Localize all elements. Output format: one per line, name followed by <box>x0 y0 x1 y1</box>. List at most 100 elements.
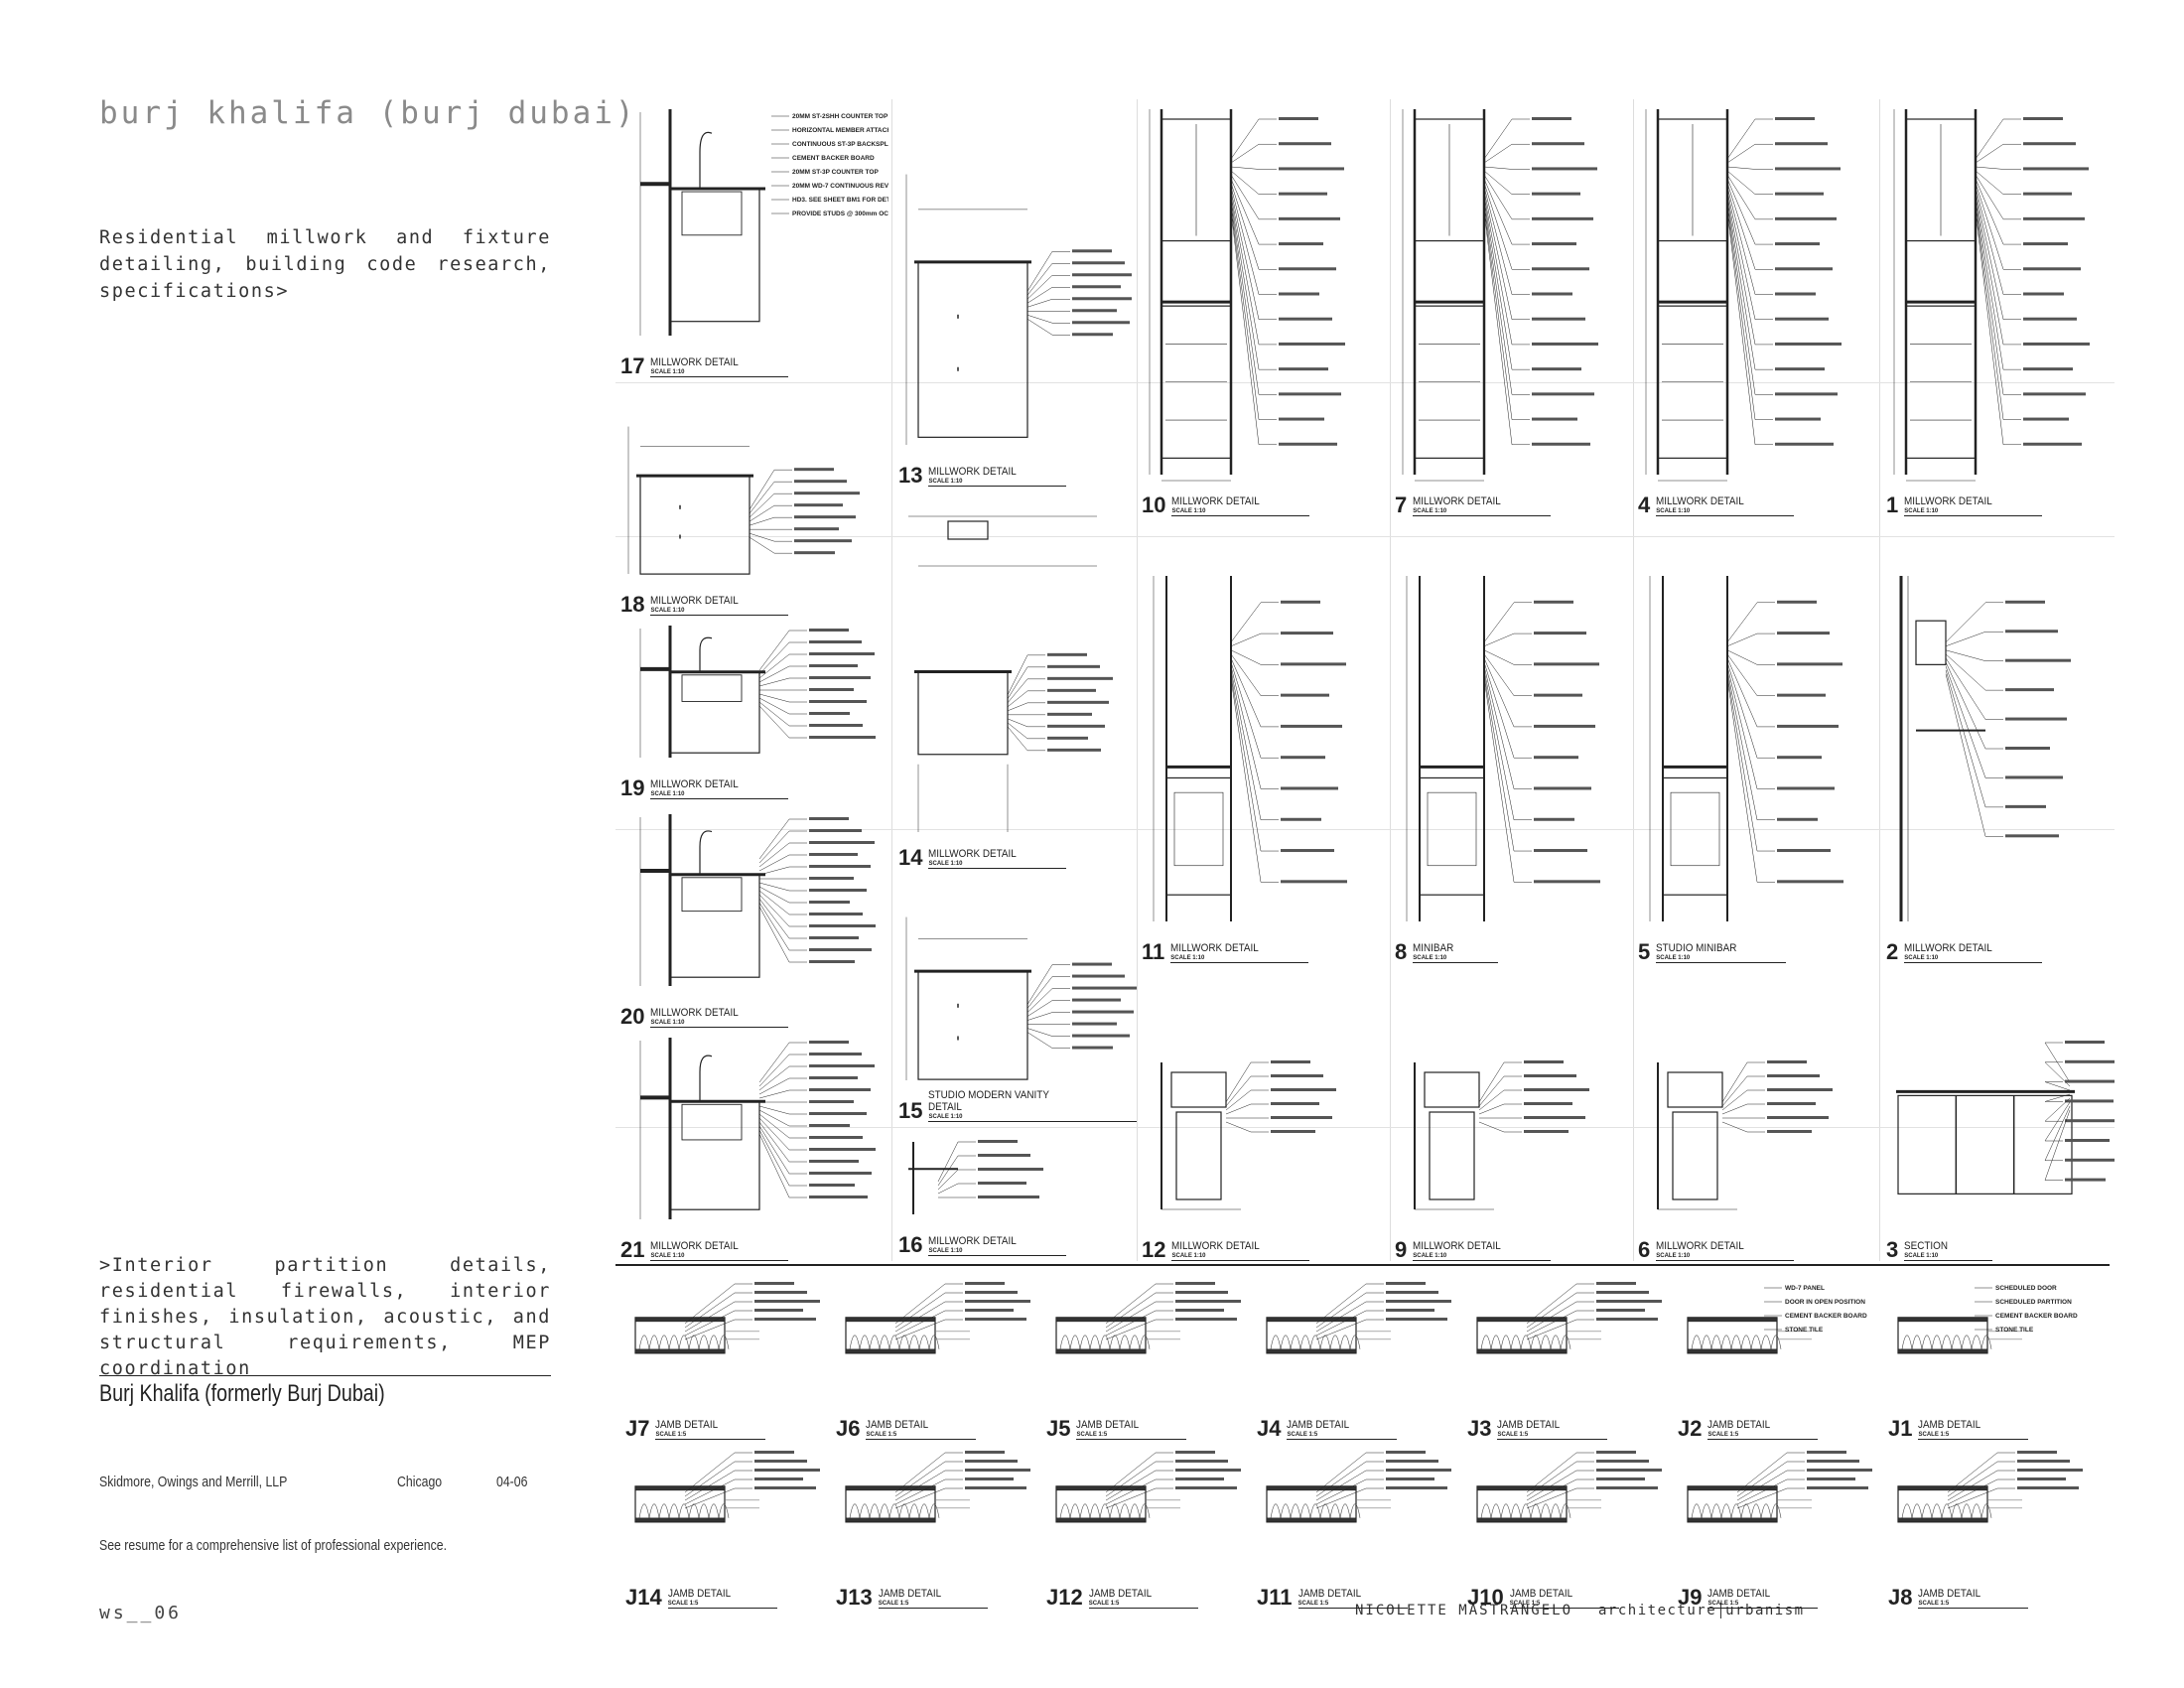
cabinet-outline <box>1266 1485 1357 1491</box>
annotation-note <box>809 948 872 951</box>
detail-name: JAMB DETAIL <box>1918 1419 1981 1431</box>
drawing-line <box>1315 1292 1367 1329</box>
drawing-line <box>1526 1470 1577 1501</box>
annotation-note <box>1047 724 1105 728</box>
cabinet-outline <box>1687 1517 1778 1523</box>
detail-number: J13 <box>836 1585 873 1610</box>
annotation-note <box>754 1469 820 1472</box>
annotation-label: CEMENT BACKER BOARD <box>792 155 875 162</box>
insulation-hatch <box>1290 1503 1301 1518</box>
detail-drawing <box>908 515 1113 832</box>
annotation-note <box>1175 1451 1215 1454</box>
insulation-hatch <box>918 1503 930 1518</box>
annotation-note <box>1596 1291 1649 1294</box>
detail-name: MILLWORK DETAIL <box>650 1007 740 1019</box>
annotation-note <box>809 1172 872 1175</box>
insulation-hatch <box>859 1503 871 1518</box>
drawing-line <box>1230 633 1262 647</box>
insulation-hatch <box>688 1335 700 1349</box>
annotation-note <box>754 1460 807 1463</box>
detail-drawing <box>1414 1060 1589 1210</box>
annotation-note <box>1596 1318 1658 1321</box>
detail-scale: SCALE 1:10 <box>928 861 963 867</box>
drawing-line <box>684 1283 736 1325</box>
cabinet-outline <box>1476 1317 1568 1323</box>
drawing-line <box>684 1487 736 1509</box>
annotation-note <box>1047 688 1096 692</box>
detail-scale: SCALE 1:10 <box>1904 508 1939 514</box>
drawing-line <box>1105 1452 1157 1493</box>
cabinet-outline <box>1476 1517 1568 1523</box>
annotation-note <box>2005 658 2071 662</box>
drawing-line <box>684 1452 736 1493</box>
annotation-note <box>2023 167 2089 171</box>
drawing-line <box>1026 319 1053 336</box>
drawing-line <box>1007 726 1028 752</box>
annotation-note <box>1596 1282 1636 1285</box>
drawing-line <box>1007 678 1028 704</box>
drawing-line <box>1230 661 1262 759</box>
annotation-label: SCHEDULED PARTITION <box>1995 1299 2072 1306</box>
annotation-note <box>2023 142 2076 146</box>
drawing-line <box>758 1109 790 1127</box>
annotation-note <box>1777 817 1818 821</box>
insulation-hatch <box>1069 1335 1081 1349</box>
annotation-note <box>1386 1460 1438 1463</box>
drawing-line <box>1105 1461 1157 1497</box>
drawing-line <box>758 830 790 864</box>
annotation-note <box>809 1184 855 1187</box>
firm-name: Skidmore, Owings and Merrill, LLP <box>99 1474 288 1490</box>
insulation-hatch <box>1129 1335 1141 1349</box>
drawing-line <box>1483 649 1515 665</box>
detail-scale: SCALE 1:10 <box>1656 1253 1691 1259</box>
drawing-line <box>937 1141 959 1183</box>
annotation-note <box>2005 834 2059 838</box>
drawing-line <box>1230 206 1260 420</box>
insulation-hatch <box>1109 1503 1121 1518</box>
annotation-note <box>1072 273 1132 277</box>
detail-drawing <box>1406 576 1600 921</box>
drawing-line <box>758 854 790 872</box>
annotation-note <box>1775 392 1838 396</box>
description-partitions: >Interior partition details, residential… <box>99 1255 551 1379</box>
annotation-note <box>1777 786 1835 790</box>
insulation-hatch <box>888 1335 900 1349</box>
grid-line <box>1633 99 1634 1261</box>
annotation-note <box>2023 417 2069 421</box>
cabinet-outline <box>1670 791 1720 867</box>
annotation-note <box>1524 1130 1569 1133</box>
drawing-line <box>684 1310 736 1336</box>
insulation-hatch <box>1139 1503 1151 1518</box>
annotation-note <box>1072 285 1121 289</box>
insulation-hatch <box>869 1503 881 1518</box>
drawing-line <box>1947 1452 1998 1493</box>
detail-number: 14 <box>898 845 923 870</box>
drawing-line <box>758 866 790 876</box>
insulation-hatch <box>1520 1335 1532 1349</box>
insulation-hatch <box>1701 1503 1712 1518</box>
insulation-hatch <box>1901 1335 1913 1349</box>
cabinet-outline <box>1662 776 1728 896</box>
cabinet-outline <box>1667 1071 1723 1108</box>
annotation-note <box>1775 442 1834 446</box>
drawing-line <box>1721 1103 1748 1115</box>
drawing-line <box>1726 194 1756 345</box>
annotation-note <box>1807 1451 1846 1454</box>
annotation-note <box>1775 192 1824 196</box>
annotation-note <box>1777 600 1817 604</box>
faucet-icon <box>699 636 713 672</box>
detail-number: J5 <box>1046 1416 1071 1441</box>
insulation-hatch <box>1490 1503 1502 1518</box>
detail-scale: SCALE 1:10 <box>928 1248 963 1254</box>
annotation-note <box>978 1182 1026 1185</box>
